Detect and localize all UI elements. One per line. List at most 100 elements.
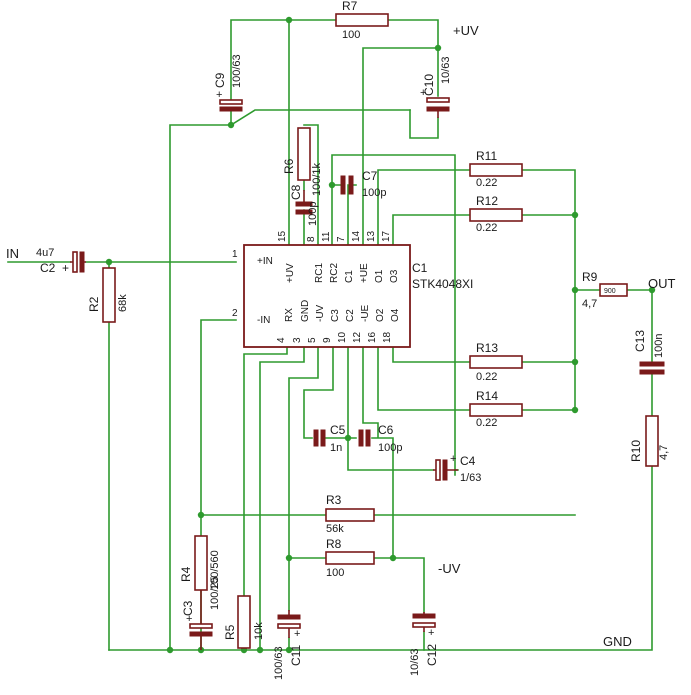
- capacitor-c6: C6 100p: [358, 423, 402, 454]
- net-labels: IN OUT +UV -UV GND: [6, 23, 676, 649]
- capacitor-c3: + C3: [181, 590, 213, 650]
- c3-name: C3: [181, 600, 195, 616]
- capacitor-c12: + 10/63 C12: [409, 612, 439, 676]
- r9-inductor-value: 900: [604, 288, 616, 295]
- r2-name: R2: [87, 296, 101, 312]
- r7-name: R7: [342, 0, 358, 13]
- ic-pin-9-num: 9: [322, 337, 333, 343]
- r5-name: R5: [223, 624, 237, 640]
- net-in-label: IN: [6, 246, 19, 261]
- svg-text:+: +: [294, 628, 300, 640]
- r10-name: R10: [629, 440, 643, 462]
- ic-pin-10-num: 10: [337, 331, 348, 343]
- r8-value: 100: [326, 567, 344, 579]
- resistor-r8: R8 100: [325, 537, 375, 579]
- c5-name: C5: [330, 423, 346, 437]
- c2-name: C2: [40, 261, 56, 275]
- c12-name: C12: [425, 644, 439, 666]
- c5-value: 1n: [330, 442, 342, 454]
- svg-text:+: +: [420, 87, 426, 99]
- r14-value: 0.22: [476, 417, 497, 429]
- ic-pin-7-num: 7: [336, 236, 347, 242]
- ic-pin-3-num: 3: [292, 337, 303, 343]
- ic-stk4048xi: 1 +IN 2 -IN 15 +UV 8 RC1 11 RC2 7 C1 14 …: [232, 230, 473, 348]
- c9-name: C9: [213, 72, 227, 88]
- capacitor-c9: + C9 100/63: [213, 54, 243, 112]
- resistor-r12: R12 0.22: [469, 194, 523, 234]
- c8-name: C8: [289, 184, 303, 200]
- ic-pin-8-label: RC1: [314, 263, 325, 283]
- resistor-r10: R10 4,7: [629, 415, 670, 467]
- r2-value: 68k: [117, 294, 129, 312]
- capacitor-c13: C13 100n: [633, 330, 665, 375]
- resistor-r3: R3 56k: [325, 493, 375, 535]
- r6-value: 100/1k: [311, 162, 323, 196]
- ic-pin-1-label: +IN: [257, 256, 273, 267]
- r11-value: 0.22: [476, 177, 497, 189]
- r13-value: 0.22: [476, 371, 497, 383]
- ic-pin-14-label: +UE: [359, 263, 370, 283]
- ic-pin-1-num: 1: [232, 249, 238, 260]
- ic-pin-2-label: -IN: [257, 315, 270, 326]
- r14-name: R14: [476, 389, 498, 403]
- c11-name: C11: [289, 645, 303, 666]
- ic-pin-3-label: GND: [300, 300, 311, 322]
- resistor-r7: R7 100: [335, 0, 389, 41]
- capacitor-c7: C7 100p: [340, 169, 386, 199]
- ic-pin-17-label: O3: [389, 269, 400, 283]
- capacitor-c11: + 100/63 C11: [273, 610, 303, 680]
- resistor-r13: R13 0.22: [469, 341, 523, 383]
- resistors: R2 68k R3 56k R4 100/560 R5 10k R6 100/1…: [87, 0, 670, 649]
- net-minus-uv-label: -UV: [438, 561, 461, 576]
- ic-pin-18-num: 18: [382, 331, 393, 343]
- r9-name: R9: [582, 270, 598, 284]
- ic-part: STK4048XI: [412, 277, 473, 291]
- ic-name: C1: [412, 261, 428, 275]
- ic-pin-15-label: +UV: [285, 263, 296, 283]
- ic-pin-7-label: C1: [344, 270, 355, 283]
- resistor-r4: R4 100/560: [179, 535, 221, 591]
- ic-pin-4-label: RX: [284, 308, 295, 322]
- r4-value: 100/560: [209, 550, 221, 590]
- capacitor-c4: + C4 1/63: [433, 453, 481, 484]
- r12-name: R12: [476, 194, 498, 208]
- resistor-r9: 900 R9 4,7: [582, 270, 628, 310]
- c10-name: C10: [422, 74, 436, 96]
- r8-name: R8: [326, 537, 342, 551]
- svg-text:+: +: [450, 453, 456, 465]
- c3-value-wrap: 100/25: [209, 576, 221, 610]
- capacitor-c2: + 4u7 C2: [36, 247, 86, 275]
- ic-pin-13-num: 13: [366, 230, 377, 242]
- resistor-r11: R11 0.22: [469, 149, 523, 189]
- r13-name: R13: [476, 341, 498, 355]
- capacitors: + 4u7 C2 + C3 + C4 1/63 C5 1n: [36, 54, 665, 680]
- svg-text:+: +: [186, 613, 192, 625]
- net-gnd-label: GND: [603, 634, 632, 649]
- ic-pin-5-label: -UV: [315, 304, 326, 322]
- r9-value: 4,7: [582, 298, 597, 310]
- r3-name: R3: [326, 493, 342, 507]
- c3-value: 100/25: [209, 576, 221, 610]
- c10-value: 10/63: [440, 56, 452, 84]
- c13-value: 100n: [653, 334, 665, 358]
- c4-name: C4: [460, 454, 476, 468]
- ic-pin-10-label: C2: [345, 309, 356, 322]
- capacitor-c8: C8: [289, 184, 313, 215]
- r5-value: 10k: [253, 622, 265, 640]
- c8-value-wrap: 100p: [307, 202, 319, 226]
- r10-value: 4,7: [658, 445, 670, 460]
- c2-value: 4u7: [36, 247, 54, 259]
- resistor-r2: R2 68k: [87, 267, 129, 323]
- svg-text:+: +: [428, 627, 434, 639]
- ic-pin-11-label: RC2: [329, 263, 340, 283]
- ic-pin-4-num: 4: [276, 337, 287, 343]
- c9-value: 100/63: [231, 54, 243, 88]
- ic-pin-16-label: O2: [375, 308, 386, 322]
- ic-pin-15-num: 15: [277, 230, 288, 242]
- c7-value: 100p: [362, 187, 386, 199]
- c12-value: 10/63: [409, 648, 421, 676]
- c6-name: C6: [378, 423, 394, 437]
- ic-pin-16-num: 16: [367, 331, 378, 343]
- r7-value: 100: [342, 29, 360, 41]
- resistor-r5: R5 10k: [223, 595, 265, 649]
